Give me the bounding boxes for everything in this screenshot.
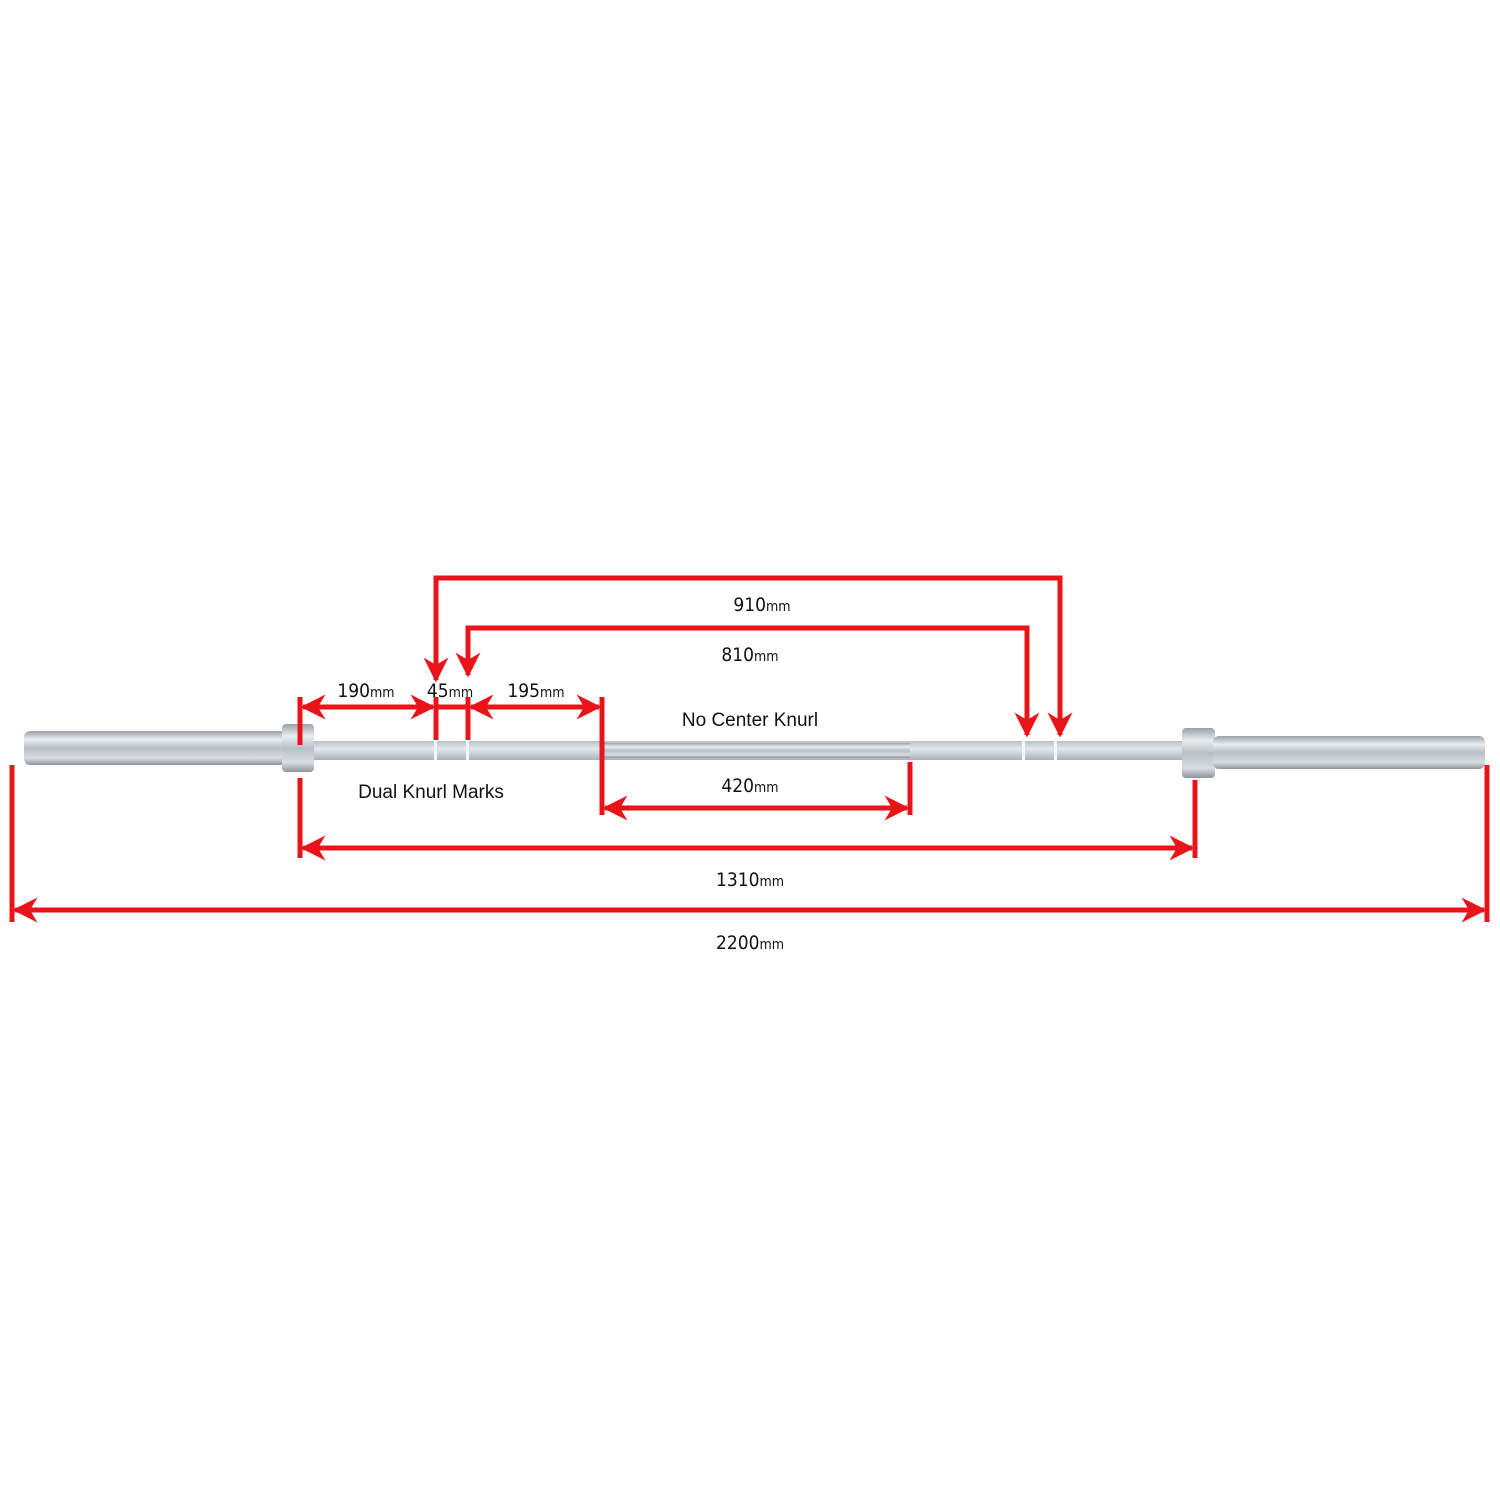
- barbell: [24, 724, 1485, 778]
- shaft-smooth-center: [602, 743, 910, 758]
- dim-1310-label: 1310mm: [716, 869, 784, 891]
- dim-2200-label: 2200mm: [716, 932, 784, 954]
- dim-420-label: 420mm: [721, 775, 778, 797]
- dim-45-label: 45mm: [427, 680, 473, 702]
- right-collar: [1182, 728, 1215, 778]
- dim-190-label: 190mm: [337, 680, 394, 702]
- knurl-mark: [1054, 741, 1057, 760]
- dim-910-line: [423, 575, 1073, 738]
- dim-810-label: 810mm: [721, 644, 778, 666]
- knurl-mark: [1022, 741, 1025, 760]
- dim-910-label: 910mm: [733, 594, 790, 616]
- dimension-lines: [9, 575, 1490, 923]
- dim-195-label: 195mm: [507, 680, 564, 702]
- right-sleeve: [1213, 736, 1485, 769]
- dimension-labels: 910mm 810mm 190mm 45mm 195mm 420mm 1310m…: [337, 594, 818, 954]
- dual-knurl-marks-label: Dual Knurl Marks: [358, 782, 504, 803]
- left-sleeve: [24, 731, 286, 765]
- knurl-mark: [434, 741, 437, 760]
- knurl-mark: [466, 741, 469, 760]
- no-center-knurl-label: No Center Knurl: [682, 710, 818, 731]
- dim-810-line: [455, 625, 1040, 738]
- left-collar: [282, 724, 314, 772]
